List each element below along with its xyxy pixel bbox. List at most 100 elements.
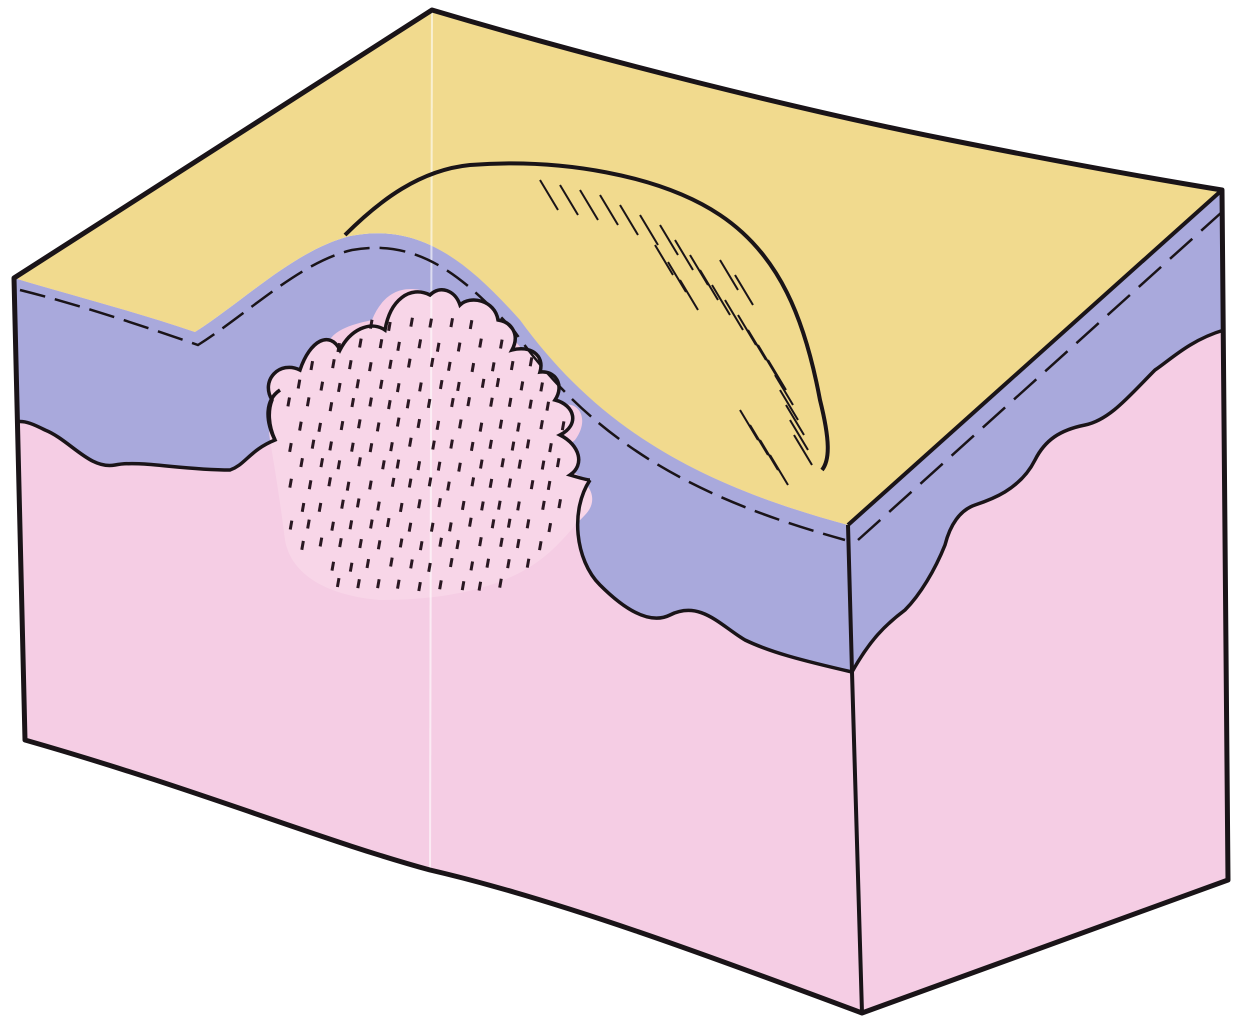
stipple-dot — [538, 541, 543, 551]
stipple-dot — [286, 397, 291, 407]
stipple-dot — [328, 401, 334, 412]
stipple-dot — [499, 339, 504, 349]
stipple-dot — [357, 457, 362, 467]
stipple-dot — [300, 540, 305, 551]
stipple-dot — [468, 319, 474, 330]
hatch-line — [774, 374, 794, 406]
stipple-dot — [498, 419, 504, 429]
hatch-line — [679, 279, 699, 311]
stipple-dot — [409, 559, 414, 569]
stipple-dot — [436, 461, 442, 471]
stipple-dot — [470, 362, 476, 373]
stipple-dot — [378, 338, 384, 349]
stipple-dot — [427, 562, 432, 573]
stipple-dot — [417, 581, 422, 592]
stipple-dot — [389, 441, 394, 452]
stipple-dot — [298, 421, 303, 431]
stipple-dot — [368, 442, 374, 453]
stipple-dot — [455, 539, 460, 550]
stipple-dot — [516, 501, 521, 511]
right-face-dermis — [848, 190, 1228, 1013]
stipple-dot — [376, 578, 381, 589]
ridge-curve — [343, 161, 830, 472]
stipple-dot — [387, 399, 392, 410]
hatch-line — [579, 189, 599, 221]
stipple-dot — [488, 478, 494, 489]
stipple-dot — [407, 478, 413, 488]
stipple-dot — [510, 441, 516, 451]
stipple-dot — [328, 441, 333, 451]
fold-hatching — [539, 179, 813, 486]
lesion-outline — [266, 288, 591, 482]
stipple-dot — [460, 500, 466, 511]
stipple-dot — [431, 440, 436, 450]
stipple-dot — [337, 382, 342, 393]
stipple-dot — [507, 478, 513, 488]
stipple-dot — [517, 459, 523, 469]
stipple-dot — [448, 522, 453, 532]
stipple-dot — [319, 458, 325, 468]
hatch-line — [659, 224, 679, 256]
hatch-line — [699, 269, 719, 301]
top-surface — [14, 10, 1222, 525]
stipple-dot — [446, 481, 451, 491]
stipple-dot — [310, 439, 316, 449]
top-right-edge — [846, 188, 1224, 527]
hatch-line — [667, 261, 687, 293]
stipple-dot — [288, 442, 293, 453]
stipple-dot — [355, 379, 360, 389]
stipple-dot — [319, 381, 325, 391]
stipple-dot — [435, 420, 441, 430]
stipple-dot — [300, 502, 306, 513]
stipple-dot — [560, 421, 566, 431]
stipple-dot — [489, 397, 494, 407]
stipple-dot — [539, 419, 544, 430]
hatch-line — [719, 259, 739, 291]
stipple-dot — [395, 417, 401, 427]
stipple-dot — [345, 481, 351, 491]
image-seam — [429, 9, 433, 871]
hatch-line — [734, 274, 754, 306]
stipple-dot — [336, 460, 342, 470]
stipple-dot — [376, 540, 382, 550]
stipple-dot — [385, 517, 391, 528]
stipple-dot — [390, 477, 396, 488]
stipple-dot — [327, 477, 332, 487]
stipple-dot — [409, 317, 414, 327]
stipple-dot — [365, 558, 371, 569]
stipple-dot — [506, 518, 512, 528]
stipple-dot — [450, 397, 455, 408]
stipple-dot — [350, 442, 355, 452]
stipple-dot — [368, 480, 373, 490]
stipple-dot — [456, 381, 461, 392]
stipple-dot — [330, 561, 336, 571]
stipple-dot — [356, 578, 361, 589]
stipple-dot — [299, 457, 304, 468]
stipple-dot — [548, 442, 553, 453]
stipple-dot — [458, 419, 463, 429]
stipple-dot — [478, 338, 483, 348]
stipple-dot — [449, 557, 454, 568]
hatch-line — [654, 244, 674, 276]
stipple-dot — [317, 422, 322, 432]
stipple-dot — [546, 480, 552, 491]
stipple-dot — [318, 537, 324, 547]
stipple-dot — [456, 342, 462, 352]
stipple-dot — [396, 341, 401, 352]
stipple-dot — [418, 540, 424, 551]
stipple-dot — [437, 497, 442, 508]
stipple-dot — [557, 499, 562, 509]
stipple-dot — [416, 460, 422, 471]
stipple-dot — [368, 362, 373, 372]
stipple-dot — [466, 397, 471, 407]
stipple-dot — [541, 500, 546, 511]
stipple-dot — [330, 521, 335, 531]
stipple-dot — [306, 519, 311, 529]
hatch-line — [793, 434, 813, 466]
stipple-dot — [449, 439, 454, 449]
hatch-line — [785, 404, 805, 436]
stipple-dot — [429, 357, 435, 368]
stipple-dot — [519, 381, 525, 391]
stipple-dot — [528, 399, 533, 409]
